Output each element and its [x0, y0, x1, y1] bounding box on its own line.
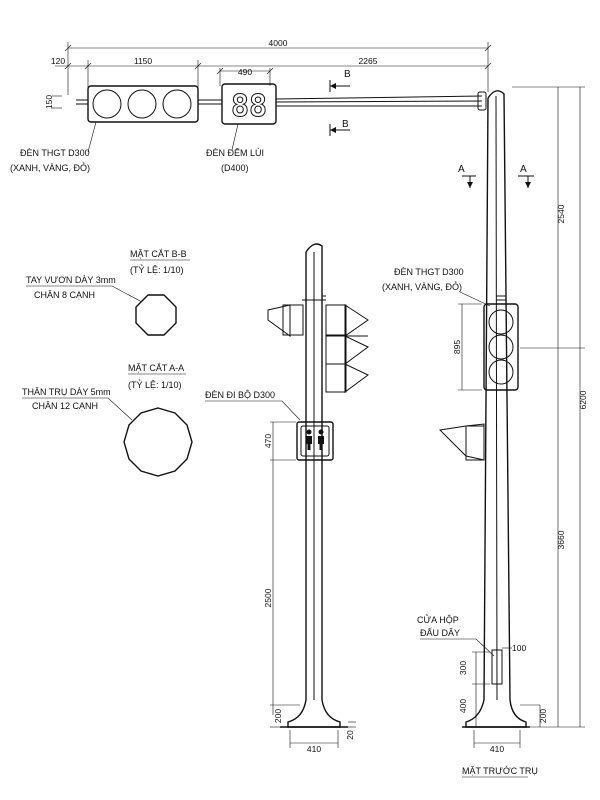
side-dim-2500: 2500	[263, 588, 273, 607]
signal-label-1: ĐÈN THGT D300	[20, 148, 90, 158]
countdown-display: 88	[221, 83, 277, 125]
aa-title: MẶT CẮT A-A	[128, 363, 184, 373]
front-dim-6200: 6200	[578, 390, 588, 409]
dim-150-text: 150	[44, 95, 54, 109]
section-aa: MẶT CẮT A-A (TỶ LỆ: 1/10) THÂN TRỤ DÀY 5…	[22, 363, 193, 477]
dim-2265-text: 2265	[359, 56, 378, 66]
dim-row-2: 120 1150 490 2265	[51, 56, 492, 88]
bb-scale: (TỶ LỆ: 1/10)	[130, 264, 184, 275]
front-signal-label-2: (XANH, VÀNG, ĐỎ)	[382, 281, 462, 292]
counter-label-1: ĐÈN ĐẾM LÙI	[206, 148, 264, 158]
front-dim-400: 400	[458, 699, 468, 713]
pedestrian-icon	[306, 429, 324, 450]
dim-4000-text: 4000	[269, 38, 288, 48]
section-a-right: A	[520, 164, 527, 175]
bb-title: MẶT CẮT B-B	[130, 249, 187, 259]
aa-note-2: CHÂN 12 CẠNH	[32, 401, 98, 411]
aa-scale: (TỶ LỆ: 1/10)	[128, 379, 182, 390]
dim-120-text: 120	[51, 56, 65, 66]
front-dim-100: 100	[512, 643, 526, 653]
front-signal-label-1: ĐÈN THGT D300	[394, 267, 464, 277]
dim-total: 4000	[64, 38, 492, 95]
side-elevation: ĐÈN ĐI BỘ D300 470 2500 200 410 20	[205, 243, 369, 754]
front-dim-300: 300	[458, 661, 468, 675]
bb-note-1: TAY VƯƠN DÀY 3mm	[26, 275, 116, 285]
dim-490-text: 490	[238, 67, 252, 77]
section-bb: MẶT CẮT B-B (TỶ LỆ: 1/10) TAY VƯƠN DÀY 3…	[26, 249, 190, 336]
box-label-2: ĐẤU DÂY	[420, 628, 460, 638]
side-dim-410: 410	[307, 744, 321, 754]
box-label-1: CỬA HỘP	[417, 614, 459, 625]
side-dim-470: 470	[263, 434, 273, 448]
side-dim-20: 20	[345, 730, 355, 740]
section-b-top: B	[344, 69, 351, 80]
section-b-bottom: B	[342, 119, 349, 130]
dim-1150-text: 1150	[134, 56, 153, 66]
aa-note-1: THÂN TRỤ DÀY 5mm	[22, 387, 111, 397]
front-title: MẶT TRƯỚC TRỤ	[462, 766, 538, 776]
top-signal-head	[87, 85, 199, 123]
counter-label-2: (D400)	[221, 163, 249, 173]
bb-note-2: CHÂN 8 CẠNH	[34, 290, 95, 300]
section-b-mark: B B	[329, 69, 351, 136]
side-dim-200: 200	[273, 709, 283, 723]
countdown-digits: 88	[231, 89, 267, 124]
front-dim-895: 895	[452, 340, 462, 354]
front-elevation: A A ĐÈN THGT D300 (XANH, VÀNG, ĐỎ) CỬA H…	[382, 86, 588, 778]
ped-label: ĐÈN ĐI BỘ D300	[205, 390, 275, 400]
signal-label-2: (XANH, VÀNG, ĐỎ)	[10, 162, 90, 173]
top-elevation: 4000 120 1150 490 2265 150	[10, 38, 492, 173]
front-signal-head	[483, 295, 519, 391]
front-dim-2540: 2540	[556, 204, 566, 223]
section-a-left: A	[458, 164, 465, 175]
front-dim-3660: 3660	[556, 530, 566, 549]
front-dim-200: 200	[538, 709, 548, 723]
front-dim-410: 410	[490, 744, 504, 754]
